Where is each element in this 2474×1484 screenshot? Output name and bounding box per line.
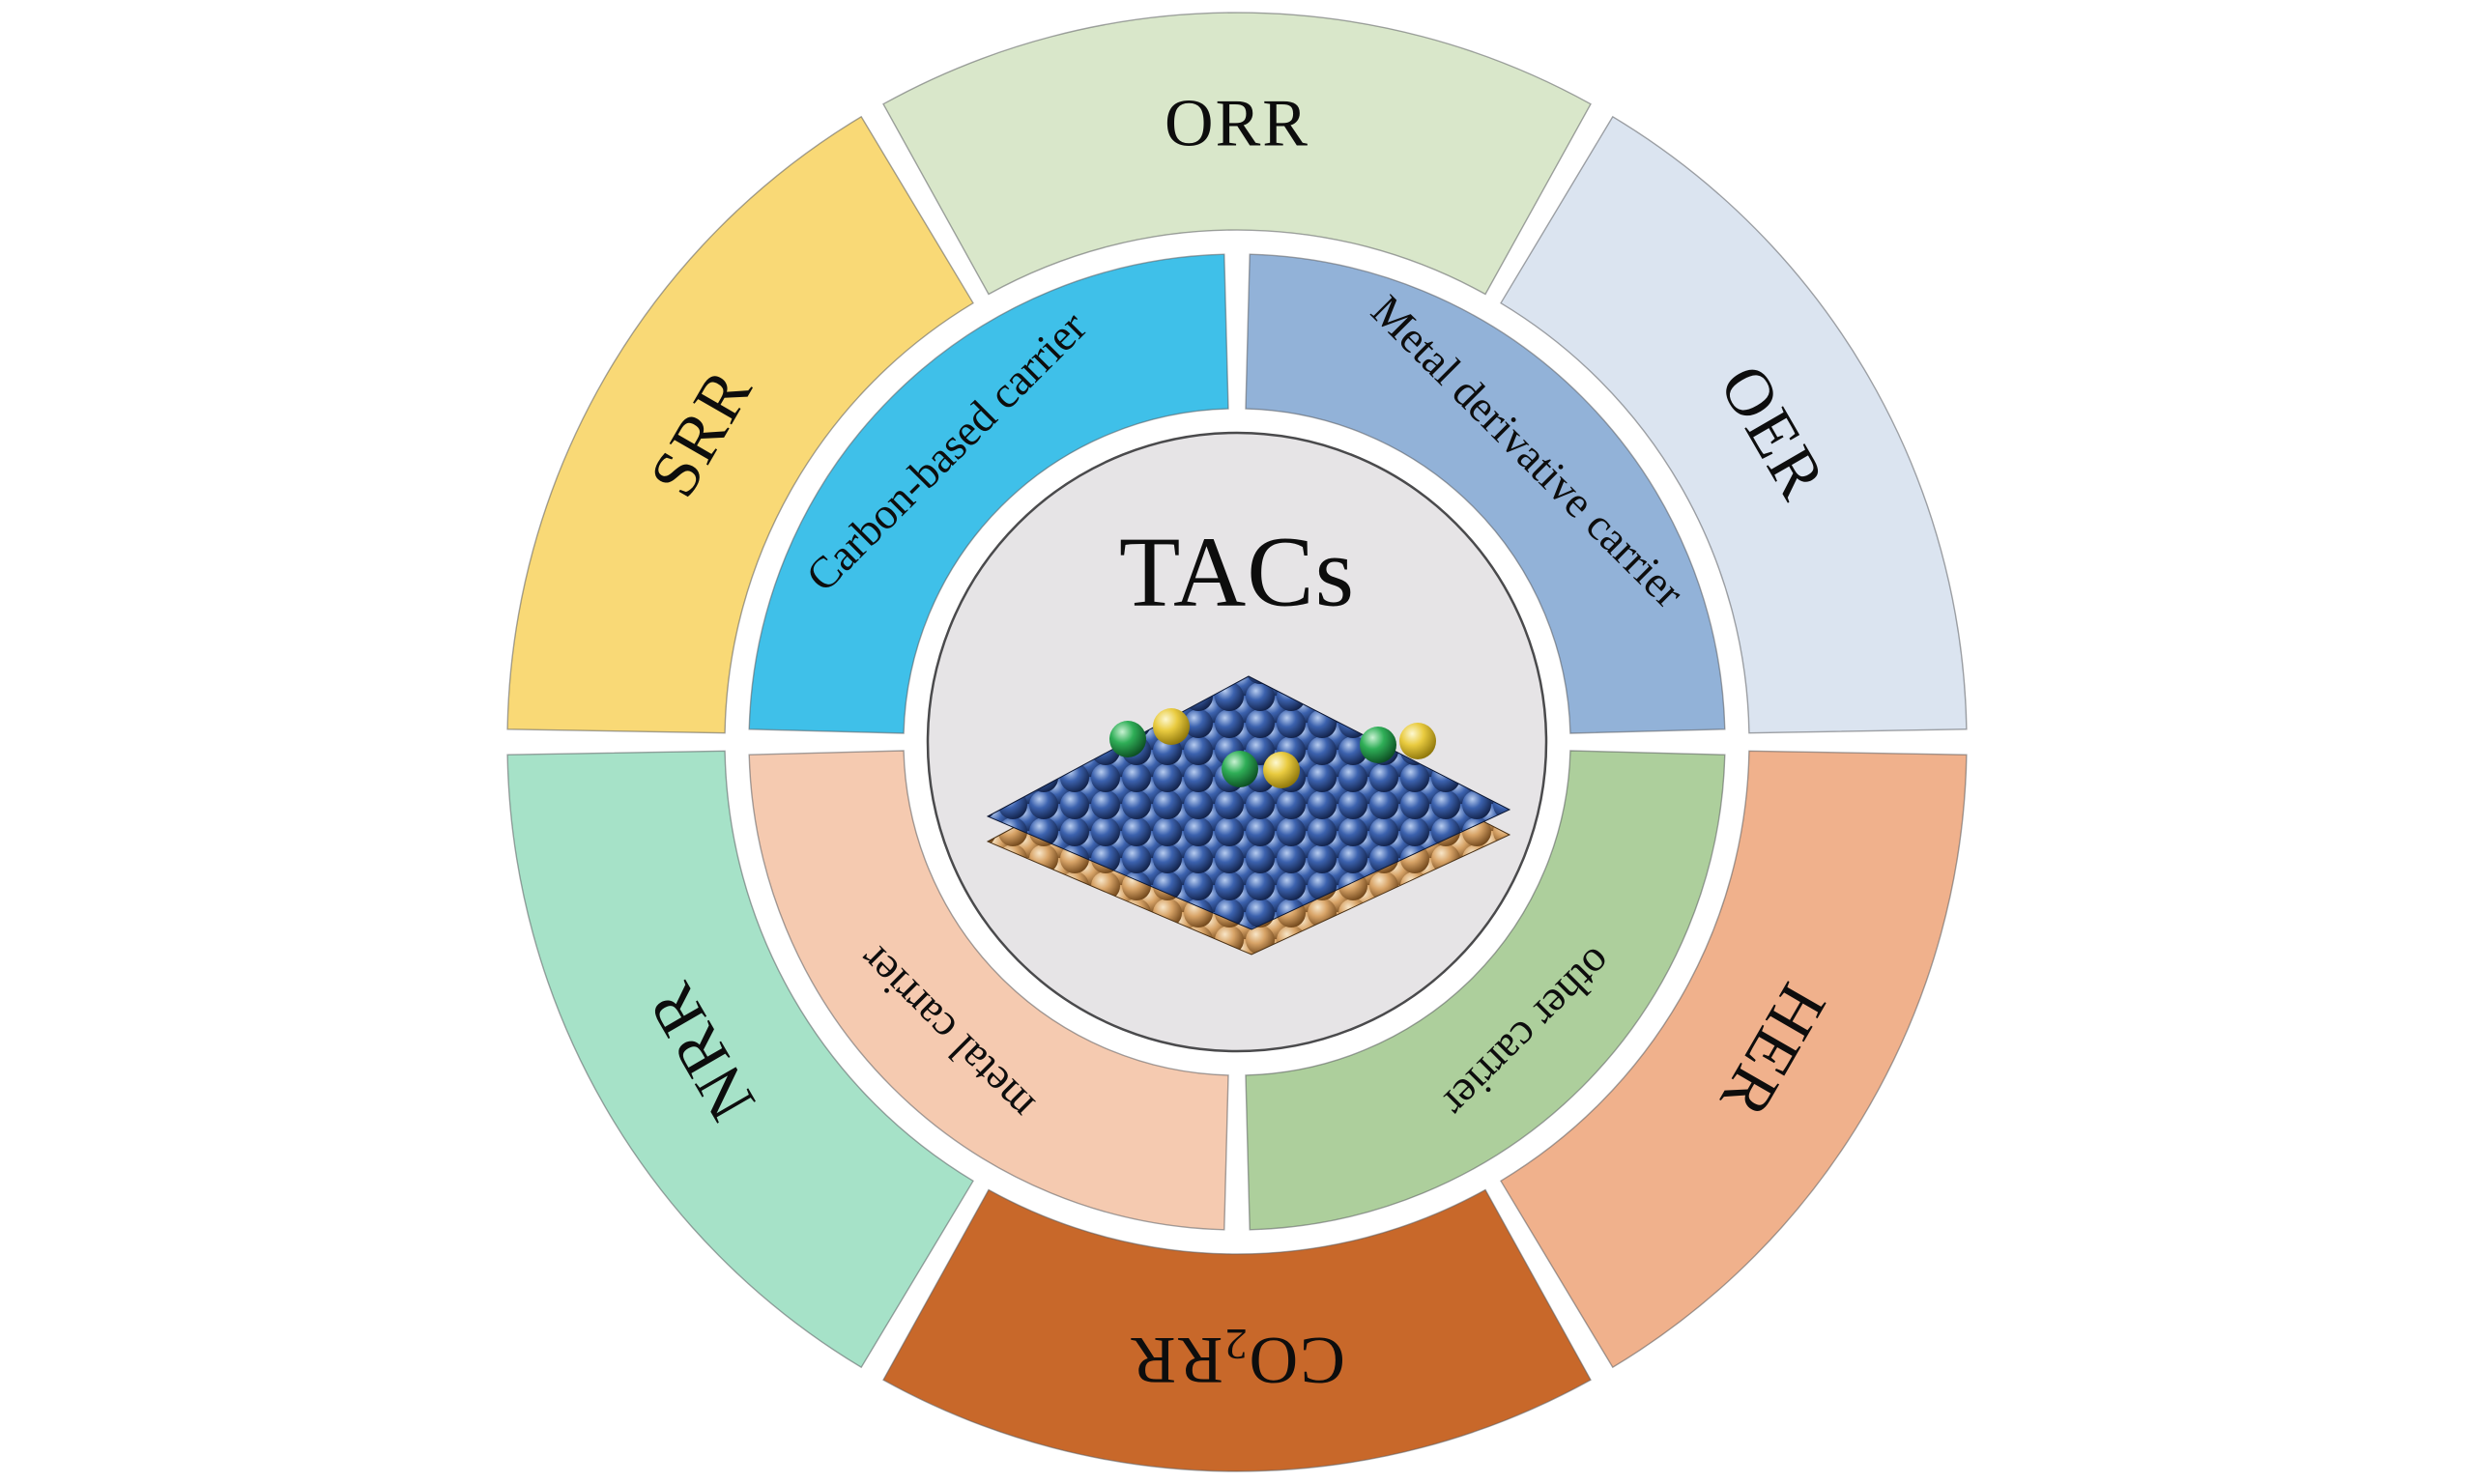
outer-segment-srr bbox=[506, 115, 974, 734]
center-title: TACs bbox=[1119, 517, 1355, 628]
outer-ring: ORR OER HER CO2RR NRR SRR bbox=[506, 12, 1968, 1472]
outer-segment-oer bbox=[1500, 115, 1968, 734]
dopant-atom-yellow bbox=[1399, 723, 1436, 759]
outer-segment-label-co2rr: CO2RR bbox=[1129, 1321, 1345, 1398]
outer-segment-orr bbox=[882, 12, 1592, 296]
dopant-atom-yellow bbox=[1153, 708, 1190, 745]
inner-segment-other-carrier bbox=[1245, 750, 1726, 1231]
dopant-atom-green bbox=[1360, 727, 1396, 763]
co2rr-label-pre: CO bbox=[1248, 1324, 1345, 1398]
dopant-atom-green bbox=[1222, 751, 1258, 787]
crystal-lattice-illustration bbox=[986, 675, 1511, 956]
outer-segment-her bbox=[1500, 750, 1968, 1369]
inner-segment-metal-derivative-carrier bbox=[1245, 253, 1726, 734]
dopant-atom-green bbox=[1109, 721, 1146, 757]
outer-segment-label-orr: ORR bbox=[1165, 87, 1309, 161]
inner-segment-carbon-based-carrier bbox=[748, 253, 1229, 734]
center-hub: TACs bbox=[926, 431, 1548, 1053]
co2rr-label-sub: 2 bbox=[1223, 1321, 1248, 1370]
co2rr-label-post: RR bbox=[1129, 1324, 1223, 1398]
outer-segment-co2rr bbox=[882, 1188, 1592, 1472]
dopant-atom-yellow bbox=[1263, 752, 1300, 788]
inner-segment-metal-carrier bbox=[748, 750, 1229, 1231]
outer-segment-nrr bbox=[506, 750, 974, 1369]
